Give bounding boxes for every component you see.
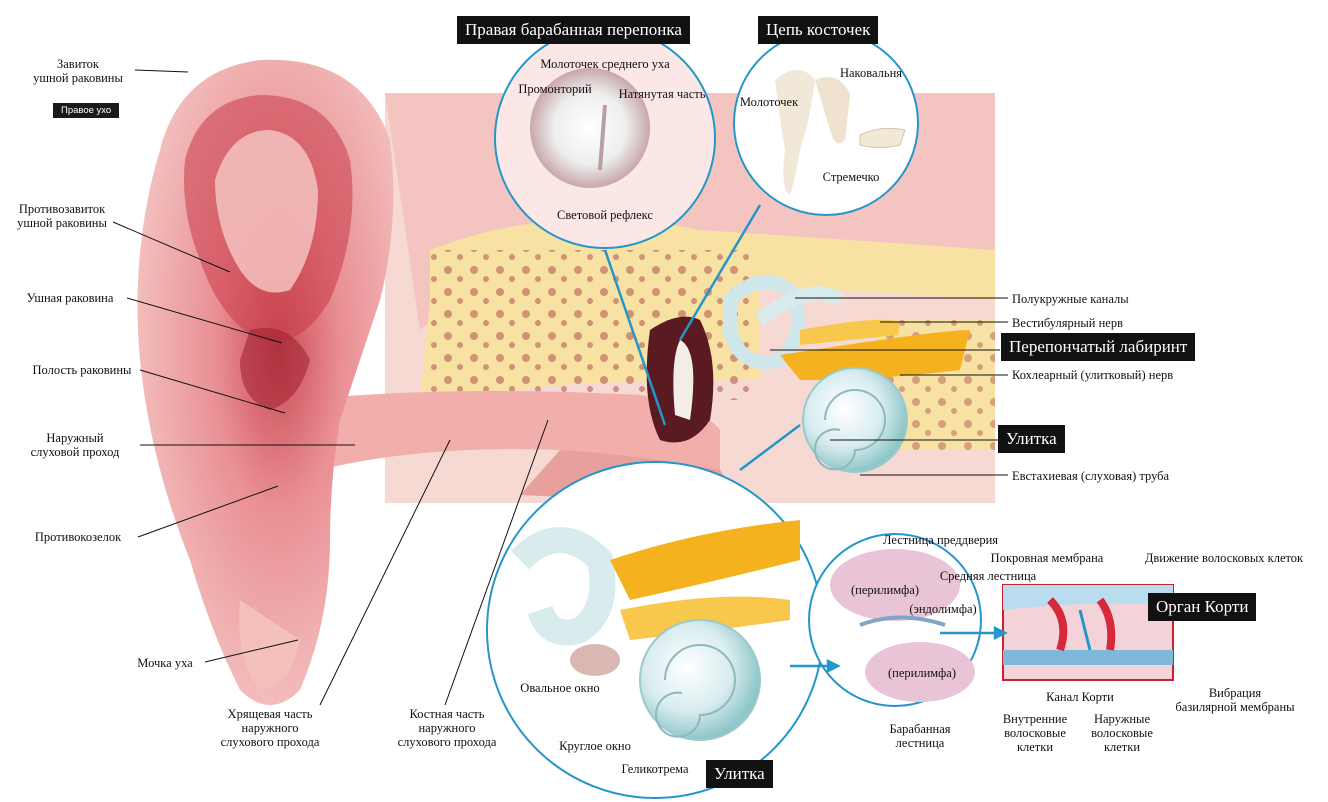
promontory-label: Промонторий — [518, 82, 592, 96]
malleus-label: Молоточек — [739, 95, 799, 109]
scala-media-label: Средняя лестница — [939, 569, 1037, 583]
inner-ear-shape — [673, 275, 970, 473]
corti-header: Орган Корти — [1148, 593, 1257, 621]
cochlear-nerve-label: Кохлеарный (улитковый) нерв — [1012, 368, 1174, 382]
vestibular-nerve-label: Вестибулярный нерв — [1012, 316, 1124, 330]
scala-vestibuli-label: Лестница преддверия — [882, 533, 999, 547]
auricle-label: Ушная раковина — [26, 291, 114, 305]
hair-motion-label: Движение волосковых клеток — [1144, 551, 1304, 565]
leader-lines — [112, 69, 1008, 706]
tense-part-label: Натянутая часть — [618, 87, 706, 101]
cochlea-bottom-header: Улитка — [706, 760, 773, 788]
ossicles-header: Цепь косточек — [758, 16, 879, 44]
stapes-label: Стремечко — [822, 170, 880, 184]
antitragus-label: Противокозелок — [34, 530, 122, 544]
eardrum-header: Правая барабанная перепонка — [457, 16, 690, 44]
right-ear-tag: Правое ухо — [53, 103, 120, 118]
cochlea-detail-inset — [486, 461, 824, 799]
incus-label: Наковальня — [839, 66, 903, 80]
round-window-label: Круглое окно — [559, 739, 631, 753]
cross-section-inset — [808, 533, 982, 707]
connector-arrows — [603, 204, 1008, 674]
cochlea-header: Улитка — [998, 425, 1065, 453]
malleus-mid-label: Молоточек среднего уха — [540, 57, 670, 71]
endolymph-label: (эндолимфа) — [909, 602, 977, 616]
ear-canal — [300, 391, 720, 470]
ossicles-inset — [733, 30, 919, 216]
lobe-label: Мочка уха — [137, 656, 193, 670]
labyrinth-header: Перепончатый лабиринт — [1001, 333, 1196, 361]
corti-canal-label: Канал Корти — [1046, 690, 1114, 704]
oval-window-label: Овальное окно — [520, 681, 600, 695]
light-reflex-label: Световой рефлекс — [557, 208, 653, 222]
eardrum-inset — [494, 27, 716, 249]
perilymph-top-label: (перилимфа) — [851, 583, 919, 597]
tectorial-label: Покровная мембрана — [990, 551, 1104, 565]
semicircular-label: Полукружные каналы — [1012, 292, 1129, 306]
perilymph-bottom-label: (перилимфа) — [888, 666, 956, 680]
eustachian-label: Евстахиевая (слуховая) труба — [1012, 469, 1170, 483]
helicotrema-label: Геликотрема — [621, 762, 689, 776]
concha-label: Полость раковины — [32, 363, 132, 377]
auricle-shape — [137, 59, 394, 705]
